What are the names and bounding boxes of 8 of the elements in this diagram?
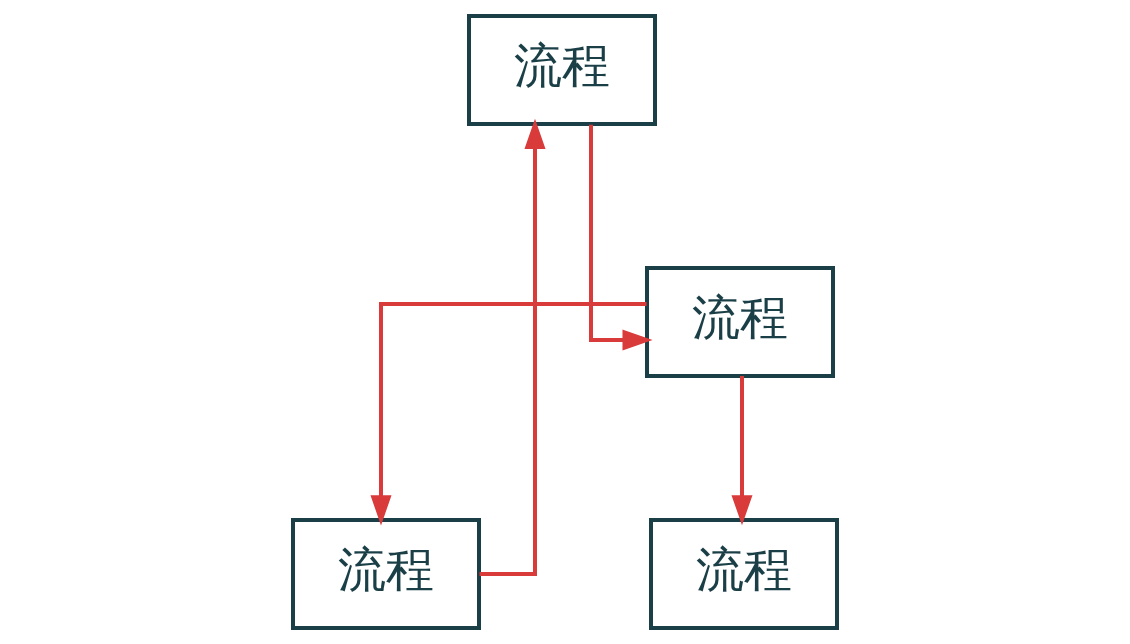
node-box: 流程 [467, 14, 657, 126]
arrow [370, 302, 647, 526]
node-box: 流程 [649, 518, 839, 630]
arrow [479, 118, 546, 576]
arrow [731, 376, 753, 526]
arrow [589, 124, 653, 351]
node-box: 流程 [645, 266, 835, 378]
node-box: 流程 [291, 518, 481, 630]
